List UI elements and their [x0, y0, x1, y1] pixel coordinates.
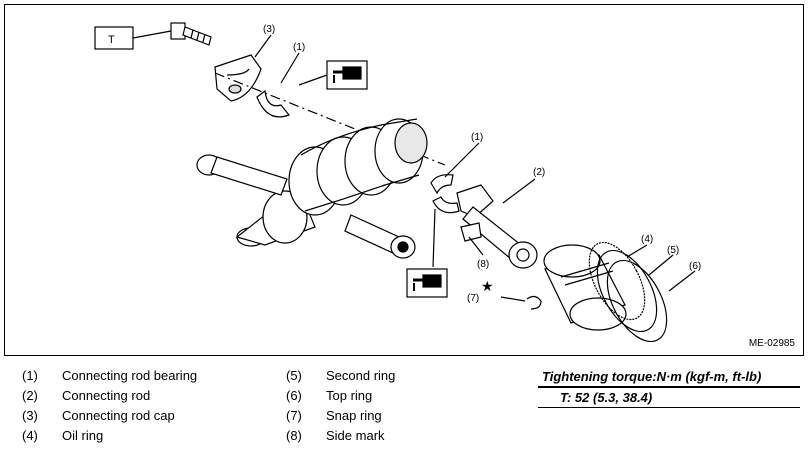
legend-item: (3) Connecting rod cap — [22, 408, 197, 428]
piston — [543, 244, 627, 331]
oil-ring — [588, 241, 646, 321]
torque-spec-box: Tightening torque:N·m (kgf-m, ft-lb) T: … — [538, 366, 800, 408]
legend-number: (1) — [22, 368, 38, 383]
legend-label: Oil ring — [62, 428, 104, 443]
legend-label: Top ring — [326, 388, 373, 403]
connecting-rod-cap — [214, 54, 262, 102]
leader-7 — [500, 296, 526, 302]
snap-ring — [526, 295, 542, 310]
legend-label: Connecting rod bearing — [62, 368, 198, 383]
callout-3: (3) — [263, 24, 275, 35]
legend-item: (6) Top ring — [286, 388, 395, 408]
leader-1-top — [280, 52, 300, 84]
legend-column-1: (1) Connecting rod bearing (2) Connectin… — [22, 368, 197, 448]
connecting-rod-left — [196, 154, 288, 196]
bearing-shell-mid-lower — [432, 196, 460, 214]
callout-1-top: (1) — [293, 42, 305, 53]
connecting-rod — [456, 184, 538, 269]
exploded-view-diagram: T (3) (1) (1) (2) (8) (4) (5) (6) (7) ★ — [94, 22, 701, 343]
torque-label: T — [108, 34, 115, 46]
legend-item: (7) Snap ring — [286, 408, 395, 428]
legend-item: (8) Side mark — [286, 428, 395, 448]
second-ring — [596, 249, 658, 333]
callout-7: (7) — [467, 293, 479, 304]
connecting-rod-lower — [344, 214, 416, 259]
leader-3 — [254, 34, 272, 58]
oil-can-icon-top — [326, 60, 368, 90]
leader-2 — [502, 178, 536, 204]
legend-item: (5) Second ring — [286, 368, 395, 388]
torque-label-box — [94, 26, 134, 50]
legend-label: Snap ring — [326, 408, 382, 423]
star-mark: ★ — [481, 278, 494, 294]
bearing-shell-upper — [256, 89, 290, 118]
legend-item: (1) Connecting rod bearing — [22, 368, 197, 388]
legend-column-2: (5) Second ring (6) Top ring (7) Snap ri… — [286, 368, 395, 448]
callout-2: (2) — [533, 167, 545, 178]
oil-can-icon-bottom — [406, 268, 448, 298]
oil-leader-top — [298, 74, 328, 86]
callout-6: (6) — [689, 261, 701, 272]
legend-item: (4) Oil ring — [22, 428, 197, 448]
legend-label: Connecting rod cap — [62, 408, 175, 423]
bolt — [170, 22, 212, 46]
legend-number: (6) — [286, 388, 302, 403]
torque-leader-line — [132, 30, 172, 39]
leader-8 — [468, 236, 484, 256]
bearing-shell-mid-upper — [430, 174, 454, 195]
legend-number: (7) — [286, 408, 302, 423]
callout-5: (5) — [667, 245, 679, 256]
callout-8: (8) — [477, 259, 489, 270]
legend-number: (3) — [22, 408, 38, 423]
callout-4: (4) — [641, 234, 653, 245]
torque-heading: Tightening torque:N·m (kgf-m, ft-lb) — [538, 366, 800, 388]
leader-4 — [626, 244, 648, 258]
legend-label: Side mark — [326, 428, 385, 443]
legend-label: Connecting rod — [62, 388, 151, 403]
callout-1-mid: (1) — [471, 132, 483, 143]
oil-leader-bottom — [432, 208, 436, 268]
legend-item: (2) Connecting rod — [22, 388, 197, 408]
leader-5 — [648, 254, 674, 276]
legend-label: Second ring — [326, 368, 396, 383]
top-ring — [606, 259, 668, 343]
torque-value: T: 52 (5.3, 38.4) — [538, 388, 800, 408]
legend-number: (5) — [286, 368, 302, 383]
legend-number: (8) — [286, 428, 302, 443]
figure-code: ME-02985 — [748, 338, 795, 349]
leader-6 — [668, 270, 696, 292]
legend-number: (4) — [22, 428, 38, 443]
crankshaft — [235, 118, 428, 247]
diagram-frame: T (3) (1) (1) (2) (8) (4) (5) (6) (7) ★ … — [4, 4, 804, 356]
leader-1-mid — [444, 142, 480, 178]
legend-number: (2) — [22, 388, 38, 403]
